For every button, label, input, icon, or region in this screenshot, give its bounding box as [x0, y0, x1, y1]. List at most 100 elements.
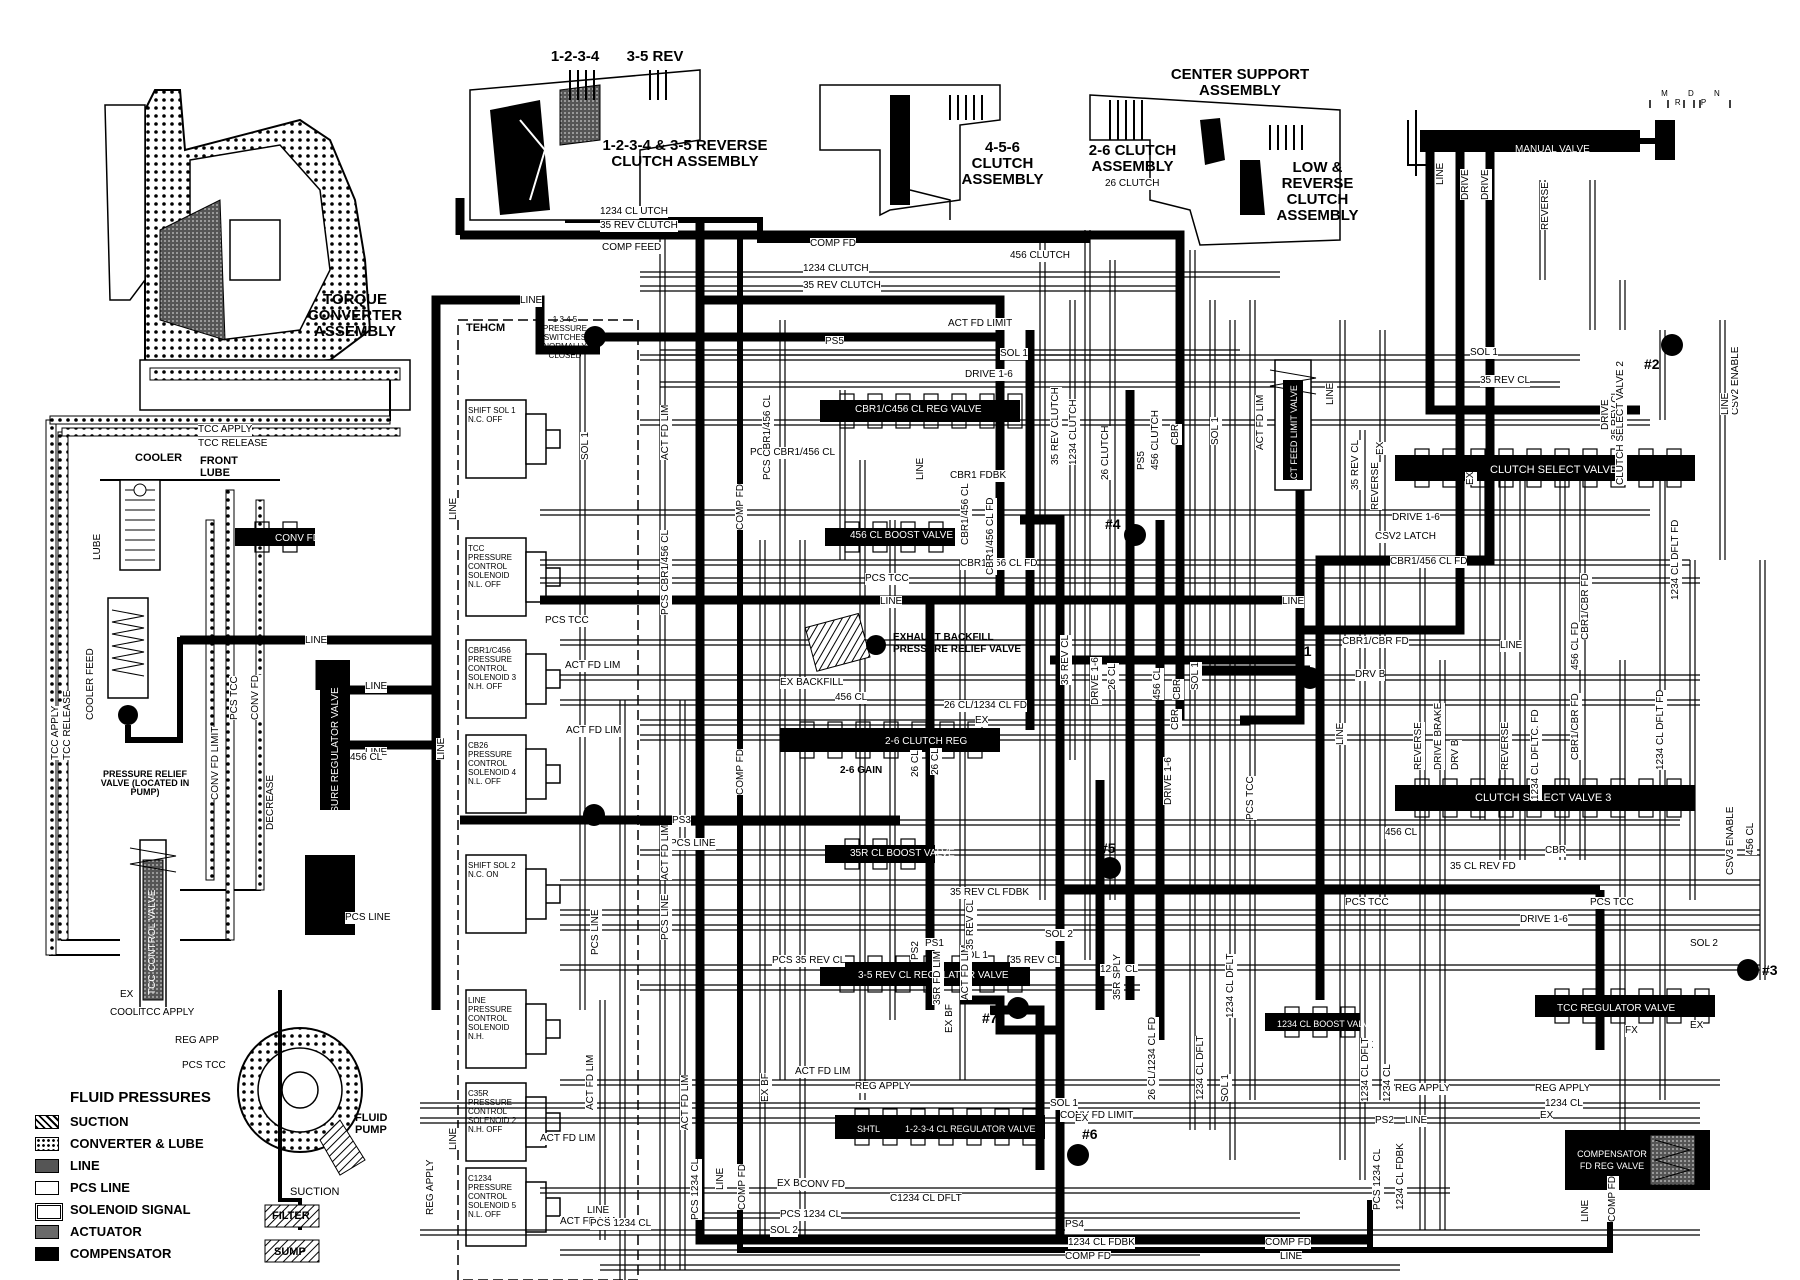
- circuit-label-h-5: 35 REV CLUTCH: [803, 280, 881, 292]
- circuit-label-h-39: 35 REV CL FDBK: [950, 887, 1030, 899]
- clutch-35rev-title: 3-5 REV: [626, 48, 684, 65]
- clutch-456-title: 4-5-6 CLUTCH ASSEMBLY: [961, 139, 1044, 188]
- circuit-label-h-27: LINE: [305, 635, 328, 647]
- circuit-label-v-77: CBR1/456 CL: [960, 483, 972, 545]
- circuit-label-h-16: CBR1 FDBK: [950, 470, 1007, 482]
- gear-positions: M D N R P: [1661, 89, 1729, 107]
- pressure-regulator-label: PRESSURE REGULATOR VALVE: [330, 687, 341, 840]
- circuit-label-v-3: COMP FD: [735, 484, 747, 530]
- circuit-label-h-30: ACT FD LIM: [565, 660, 621, 672]
- suction-label: SUCTION: [290, 1186, 340, 1198]
- circuit-label-v-8: ACT FD LIM: [660, 404, 672, 460]
- legend-label-line: LINE: [70, 1158, 100, 1173]
- marker-6: #6: [1082, 1126, 1098, 1142]
- circuit-label-h-71: COMP FD: [1265, 1237, 1311, 1249]
- circuit-label-v-57: 1234 CL DFLT FD: [1655, 689, 1667, 770]
- csv3-label: CLUTCH SELECT VALVE 3: [1475, 792, 1612, 804]
- circuit-label-h-56: PCS TCC: [182, 1060, 226, 1072]
- legend-title: FLUID PRESSURES: [70, 1089, 211, 1106]
- circuit-label-h-38: PCS LINE: [670, 838, 716, 850]
- clutch-26-lowrev: [1089, 94, 1341, 246]
- circuit-label-v-47: 1234 CL DFLT FD: [1670, 519, 1682, 600]
- legend-label-suction: SUCTION: [70, 1114, 129, 1129]
- circuit-label-h-33: 456 CL: [835, 692, 868, 704]
- circuit-label-v-68: COOLER FEED: [85, 648, 97, 720]
- solenoid-6: LINE PRESSURE CONTROL SOLENOID N.H.: [468, 996, 513, 1041]
- clutch-1234-35rev-title: 1-2-3-4 & 3-5 REVERSE CLUTCH ASSEMBLY: [602, 137, 768, 170]
- circuit-label-h-63: SOL 1: [1050, 1098, 1078, 1110]
- circuit-label-h-31: ACT FD LIM: [566, 725, 622, 737]
- act-feed-limit-label: ACT FEED LIMIT VALVE: [1289, 385, 1299, 485]
- clutch-456: [819, 84, 1001, 220]
- circuit-label-v-9: ACT FD LIM: [585, 1054, 597, 1110]
- circuit-label-h-17: TCC APPLY: [198, 424, 253, 436]
- circuit-label-v-2: LINE: [448, 497, 460, 520]
- circuit-label-v-28: CBR: [1172, 678, 1184, 700]
- marker-5: #5: [1100, 840, 1116, 856]
- valve-spool-5: [820, 962, 1030, 986]
- circuit-label-v-82: ACT FD LIM: [960, 944, 972, 1000]
- circuit-label-h-45: DRIVE 1-6: [1520, 914, 1568, 926]
- pressure-switches-label: 1 3 4 5 PRESSURE SWITCHES NORMALLY CLOSE…: [542, 315, 587, 360]
- csv2-label: CLUTCH SELECT VALVE 2: [1490, 464, 1627, 476]
- circuit-label-v-41: DRIVE: [1480, 169, 1492, 200]
- legend-swatch-converter: [35, 1137, 59, 1151]
- sump-label: SUMP: [274, 1246, 306, 1258]
- circuit-label-h-40: 456 CL: [1385, 827, 1418, 839]
- circuit-label-v-66: TCC RELEASE: [62, 690, 74, 760]
- circuit-label-v-18: 26 CLUTCH: [1100, 425, 1112, 480]
- circuit-label-h-10: PS5: [825, 336, 844, 348]
- solenoid-4: CB26 PRESSURE CONTROL SOLENOID 4 N.L. OF…: [468, 741, 517, 786]
- circuit-label-h-49: PS1: [925, 938, 944, 950]
- circuit-label-h-42: 35 CL REV FD: [1450, 861, 1516, 873]
- clutch-26-title: 2-6 CLUTCH ASSEMBLY: [1088, 142, 1177, 175]
- circuit-label-v-40: LINE: [1435, 162, 1447, 185]
- valve-spool-8: [1395, 785, 1695, 811]
- legend-swatch-pcsline: [35, 1181, 59, 1195]
- conv-fd-limit-label: CONV FD LIMIT: [275, 533, 349, 544]
- center-support-title: CENTER SUPPORT ASSEMBLY: [1170, 66, 1310, 99]
- circuit-label-h-25: DRIVE 1-6: [1392, 512, 1440, 524]
- circuit-label-v-21: CBR: [1170, 423, 1182, 445]
- legend-swatch-actuator: [35, 1225, 59, 1239]
- comp-fd-reg-label: COMPENSATOR FD REG VALVE: [1577, 1149, 1647, 1171]
- circuit-label-v-30: DRIVE 1-6: [1163, 757, 1175, 805]
- circuit-label-h-48: PCS 35 REV CL: [772, 955, 846, 967]
- circuit-label-h-0: 1234 CL UTCH: [600, 206, 668, 218]
- circuit-label-h-67: C1234 CL DFLT: [890, 1193, 962, 1205]
- circuit-label-h-82: LINE: [1500, 640, 1523, 652]
- comp-fd-reg-valve: [1565, 1130, 1710, 1190]
- circuit-label-h-23: PCS TCC: [545, 615, 589, 627]
- circuit-label-h-43: PCS TCC: [1345, 897, 1389, 909]
- circuit-label-v-64: COMP FD: [1607, 1176, 1619, 1222]
- circuit-label-v-34: 1234 CL DFLT: [1195, 1035, 1207, 1100]
- valve-bodies: [235, 393, 1715, 1146]
- circuit-label-h-79: SOL 2: [770, 1225, 798, 1237]
- solenoid-7: C35R PRESSURE CONTROL SOLENOID 2 N.H. OF…: [468, 1089, 517, 1134]
- manual-valve-body: [1407, 110, 1675, 176]
- reg1234-label: 1-2-3-4 CL REGULATOR VALVE: [905, 1124, 1036, 1134]
- circuit-label-v-51: DRIVE BRAKE: [1433, 702, 1445, 770]
- front-lube-label: FRONT LUBE: [200, 455, 238, 479]
- circuit-label-v-61: 1234 CL FDBK: [1395, 1143, 1407, 1210]
- legend-swatch-line: [35, 1159, 59, 1173]
- circuit-label-v-85: 26 CL: [910, 750, 922, 777]
- torque-converter: [104, 89, 411, 411]
- circuit-label-h-81: LINE: [1405, 1115, 1428, 1127]
- circuit-label-v-76: CBR1/456 CL FD: [985, 497, 997, 575]
- valve-spool-3: [780, 728, 1000, 752]
- circuit-label-h-57: EX: [120, 989, 134, 1001]
- circuit-label-v-7: PCS CBR1/456 CL: [762, 394, 774, 480]
- circuit-label-h-35: CBR1/CBR FD: [1342, 636, 1409, 648]
- circuit-label-v-29: SOL 1: [1190, 662, 1202, 690]
- valve-spool-6: [835, 1115, 1045, 1139]
- circuit-label-v-65: TCC APPLY: [50, 705, 62, 760]
- circuit-label-v-4: COMP FD: [735, 749, 747, 795]
- circuit-label-v-62: 1234 CL: [1382, 1064, 1394, 1102]
- solenoid-5: SHIFT SOL 2 N.C. ON: [468, 861, 516, 879]
- circuit-label-h-54: TCC APPLY: [140, 1007, 195, 1019]
- solenoid-3: CBR1/C456 PRESSURE CONTROL SOLENOID 3 N.…: [468, 646, 517, 691]
- circuit-label-h-62: 1234 CL: [1545, 1098, 1583, 1110]
- valve-spool-11: [320, 660, 350, 810]
- circuit-label-v-74: 1234 CL DFLT: [1360, 1037, 1372, 1102]
